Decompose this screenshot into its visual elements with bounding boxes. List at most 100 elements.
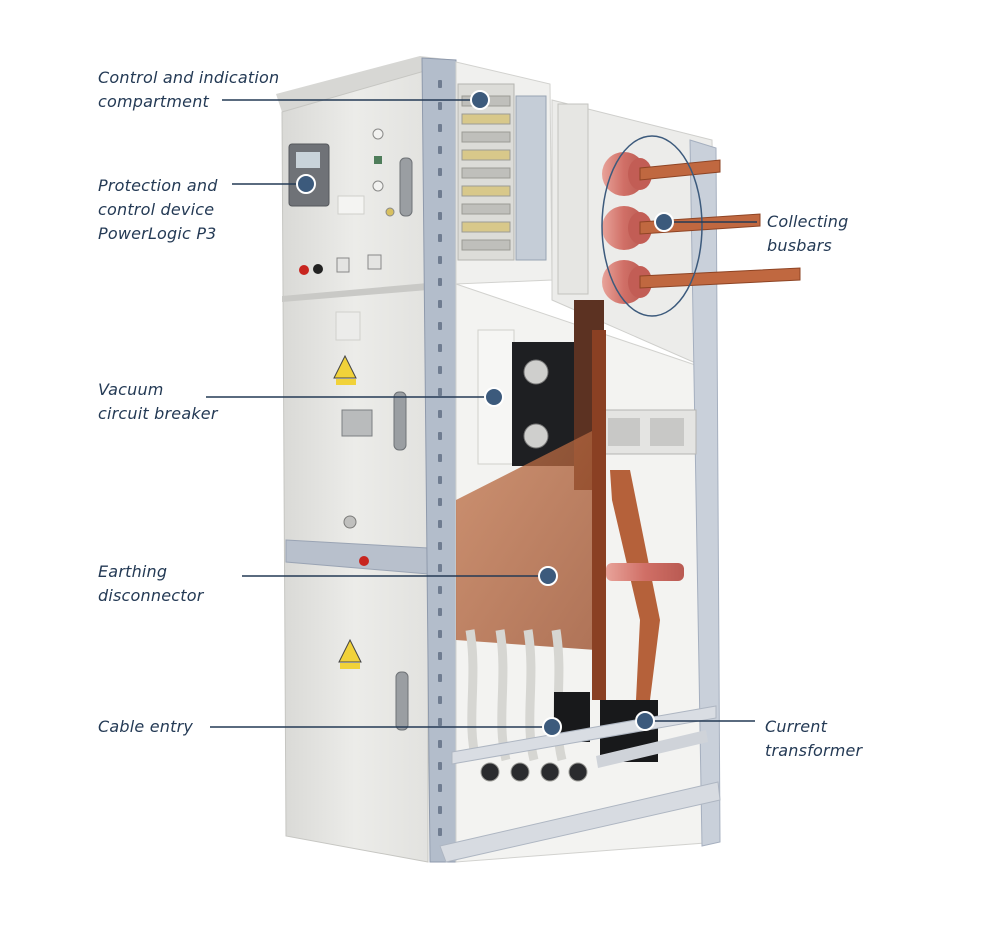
callout-dot-icon <box>484 387 504 407</box>
callout-label-collecting-busbars: Collecting busbars <box>767 210 849 258</box>
cable-terminal <box>480 762 500 782</box>
frame-hole <box>438 344 442 352</box>
door-handle-bottom <box>395 671 409 731</box>
frame-holes <box>438 80 442 836</box>
terminal-row <box>461 185 511 197</box>
callout-text-line: Cable entry <box>98 717 194 736</box>
frame-hole <box>438 432 442 440</box>
cable-terminals <box>480 762 588 782</box>
callout-text-line: Current <box>765 717 828 736</box>
warning-sign-upper <box>333 354 357 379</box>
frame-hole <box>438 124 442 132</box>
frame-hole <box>438 828 442 836</box>
frame-hole <box>438 740 442 748</box>
cable-compartment <box>451 330 717 782</box>
frame-hole <box>438 454 442 462</box>
terminal-row <box>461 113 511 125</box>
frame-hole <box>438 80 442 88</box>
frame-hole <box>438 652 442 660</box>
inspection-window <box>341 409 373 437</box>
busbar-compartment <box>557 103 801 317</box>
callout-label-vacuum-breaker: Vacuum circuit breaker <box>98 378 218 426</box>
door-handle-middle <box>393 391 407 451</box>
callout-dot-icon <box>296 174 316 194</box>
cabinet-front <box>276 56 455 863</box>
terminal-row <box>461 221 511 233</box>
cable-terminal <box>540 762 560 782</box>
frame-hole <box>438 300 442 308</box>
frame-hole <box>438 168 442 176</box>
frame-hole <box>438 586 442 594</box>
frame-hole <box>438 520 442 528</box>
terminal-rows <box>461 95 511 251</box>
frame-hole <box>438 366 442 374</box>
callout-label-cable-entry: Cable entry <box>98 715 193 739</box>
callout-text-line: compartment <box>98 92 210 111</box>
frame-hole <box>438 102 442 110</box>
busbar-highlight-ellipse <box>601 135 703 317</box>
cabinet-roof <box>276 56 455 112</box>
copper-barrier-plate <box>456 430 596 650</box>
frame-hole <box>438 762 442 770</box>
callout-text-line: disconnector <box>98 586 204 605</box>
busbar-phase <box>602 260 801 304</box>
cable-terminal <box>568 762 588 782</box>
frame-hole <box>438 234 442 242</box>
warning-sign-lower <box>338 638 362 663</box>
door-handle-top <box>399 157 413 217</box>
frame-hole <box>438 278 442 286</box>
cable <box>465 629 481 762</box>
callout-text-line: Protection and <box>98 176 218 195</box>
callout-text-line: Collecting <box>767 212 849 231</box>
callout-text-line: transformer <box>765 741 863 760</box>
callout-text-line: PowerLogic P3 <box>98 224 217 243</box>
callout-leaders <box>206 90 757 737</box>
terminal-row <box>461 131 511 143</box>
busbar-insulators <box>602 152 801 304</box>
frame-hole <box>438 806 442 814</box>
frame-hole <box>438 212 442 220</box>
callout-text-line: Control and indication <box>98 68 280 87</box>
callout-label-control-indication: Control and indication compartment <box>98 66 279 114</box>
frame-hole <box>438 498 442 506</box>
cable <box>495 629 511 762</box>
frame-hole <box>438 674 442 682</box>
frame-hole <box>438 410 442 418</box>
callout-text-line: busbars <box>767 236 832 255</box>
frame-hole <box>438 542 442 550</box>
terminal-row <box>461 149 511 161</box>
frame-hole <box>438 190 442 198</box>
frame-hole <box>438 718 442 726</box>
frame-hole <box>438 322 442 330</box>
frame-hole <box>438 146 442 154</box>
callout-label-current-transformer: Current transformer <box>765 715 862 763</box>
frame-hole <box>438 564 442 572</box>
frame-hole <box>438 476 442 484</box>
frame-hole <box>438 696 442 704</box>
earthing-insulator <box>606 563 684 581</box>
frame-hole <box>438 388 442 396</box>
callout-text-line: circuit breaker <box>98 404 218 423</box>
callout-text-line: Earthing <box>98 562 168 581</box>
frame-hole <box>438 630 442 638</box>
callout-dot-icon <box>635 711 655 731</box>
vertical-copper-riser-left <box>592 330 606 700</box>
control-compartment-interior <box>457 83 547 261</box>
terminal-row <box>461 239 511 251</box>
vertical-copper-riser-right <box>610 470 660 700</box>
callout-dot-icon <box>470 90 490 110</box>
callout-label-earthing-disconnector: Earthing disconnector <box>98 560 204 608</box>
callout-dot-icon <box>542 717 562 737</box>
callout-dot-icon <box>654 212 674 232</box>
cabinet-floor <box>439 781 721 863</box>
frame-hole <box>438 256 442 264</box>
callout-text-line: Vacuum <box>98 380 164 399</box>
callout-dot-icon <box>538 566 558 586</box>
cable-terminal <box>510 762 530 782</box>
frame-hole <box>438 784 442 792</box>
busbar-phase <box>602 152 721 196</box>
terminal-row <box>461 203 511 215</box>
